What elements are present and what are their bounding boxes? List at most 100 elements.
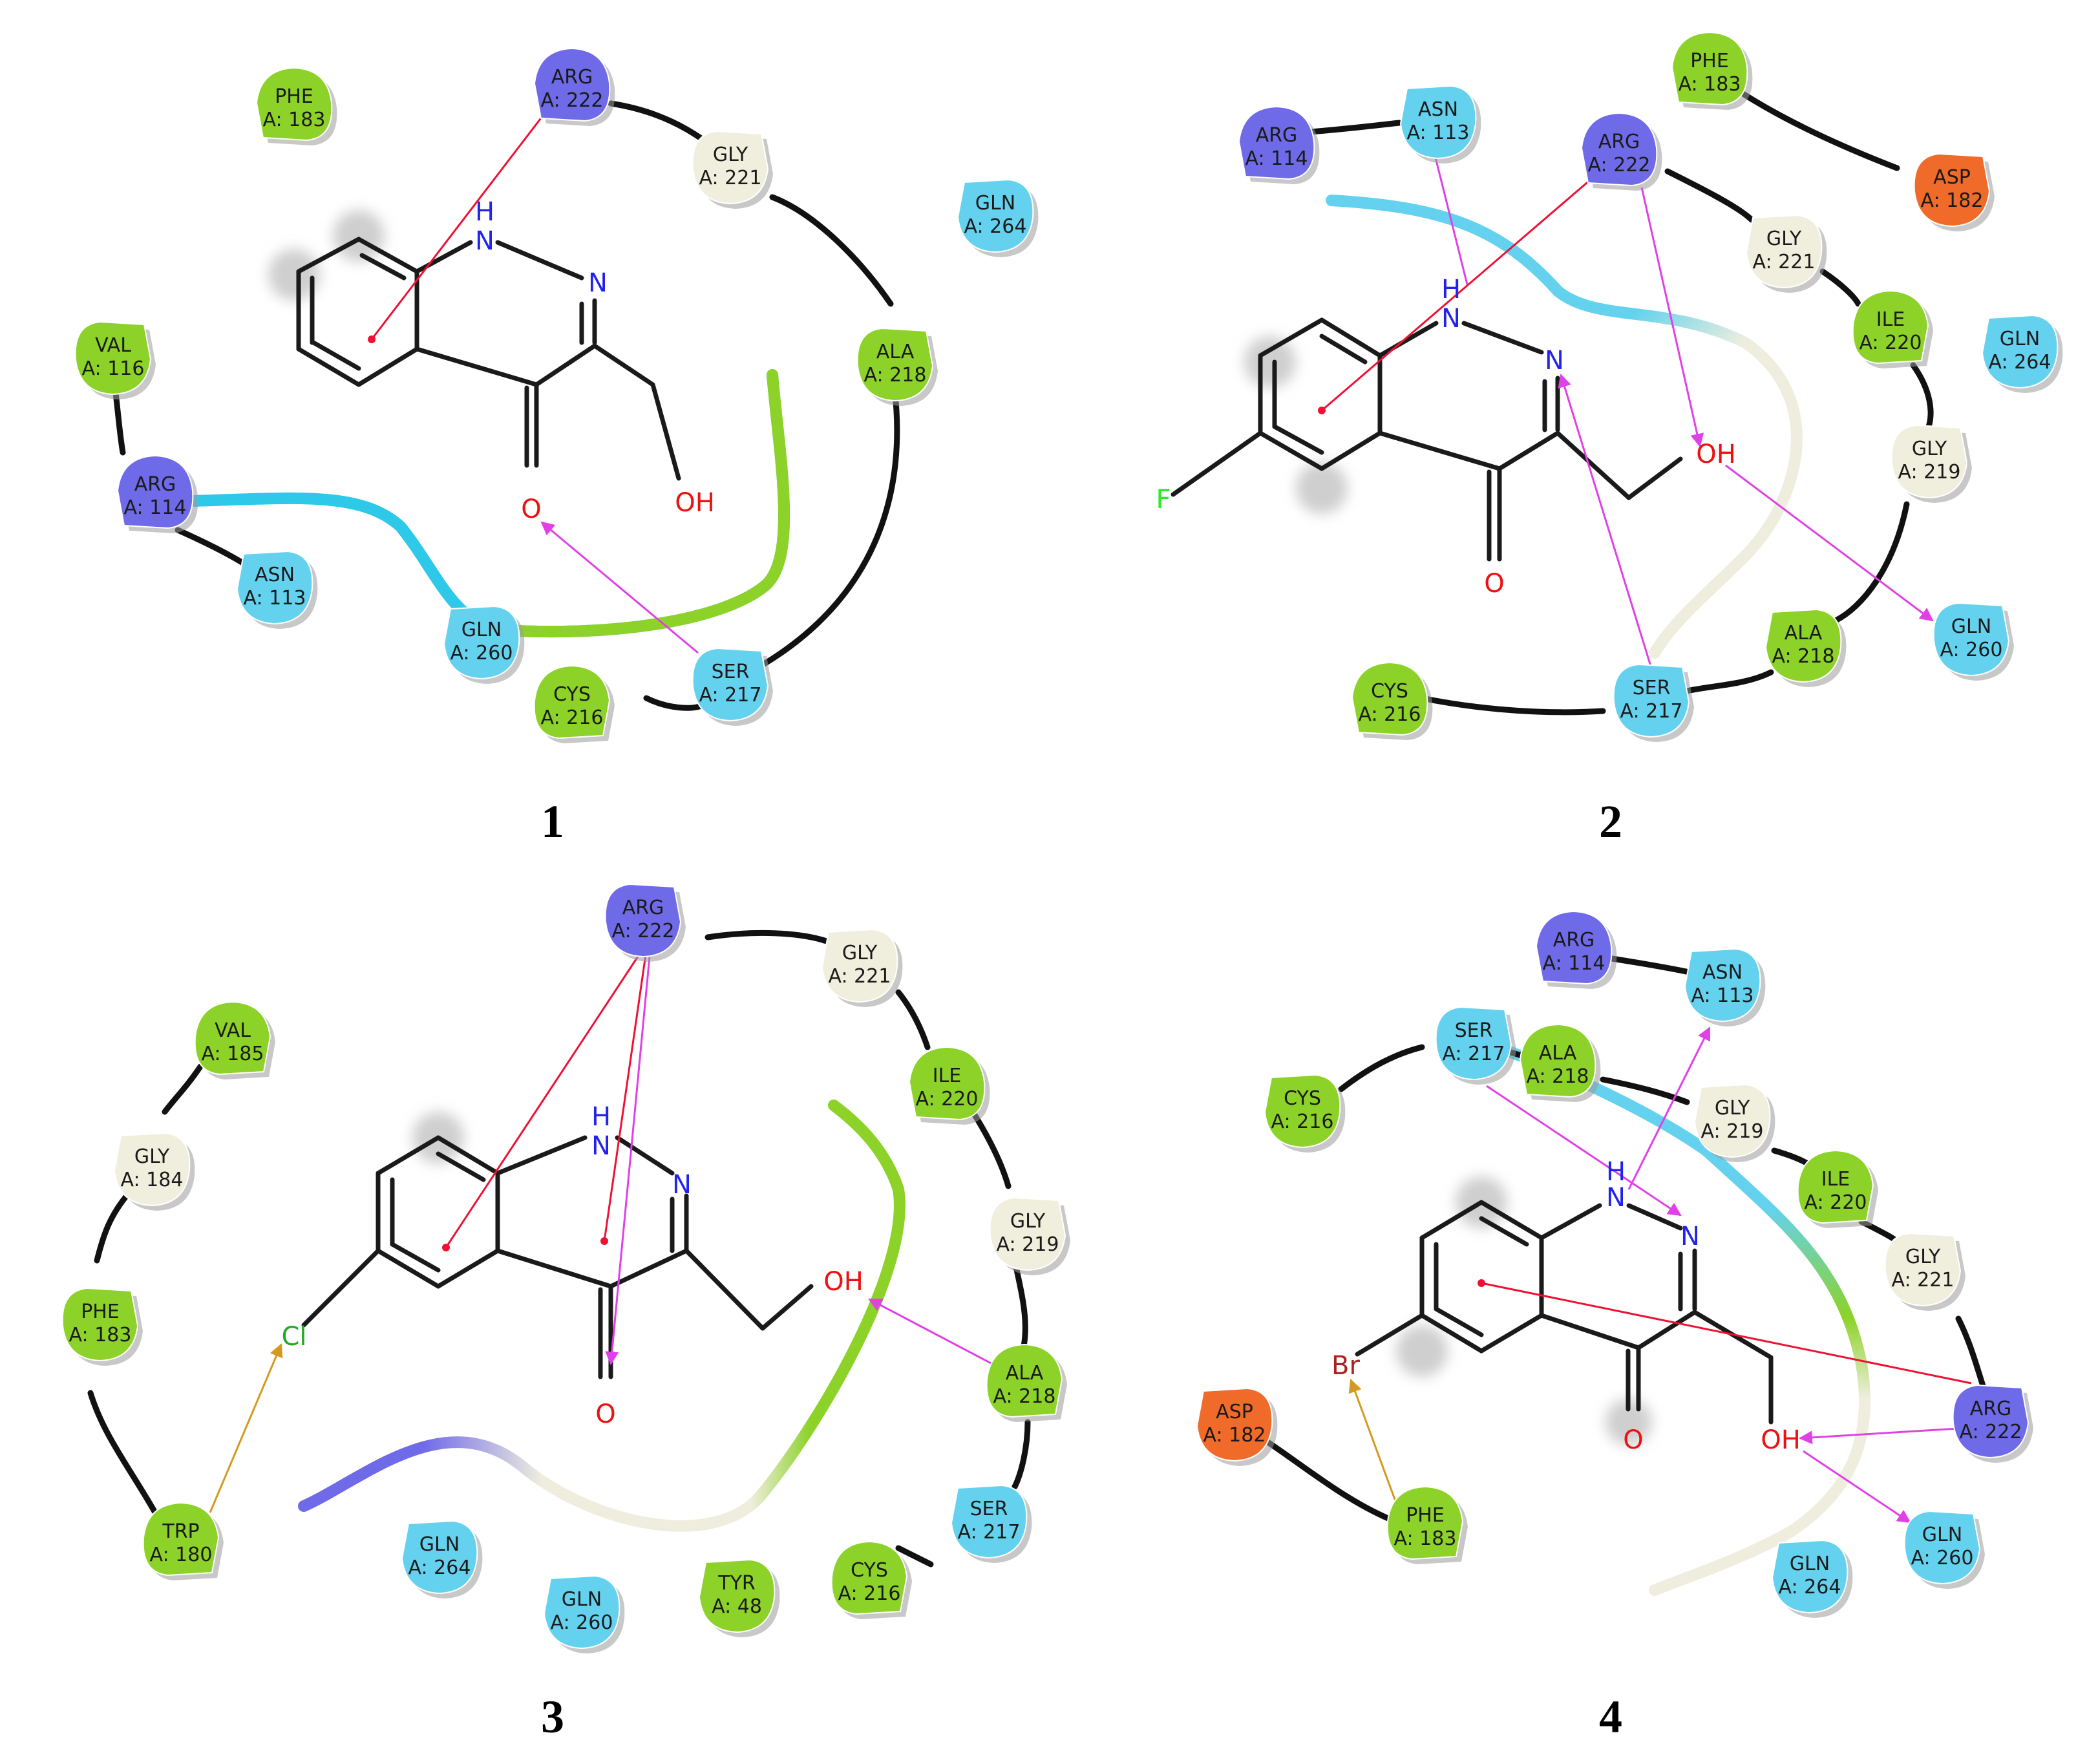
residue-number: A: 216 [1271, 1110, 1334, 1133]
residue-shape [950, 1484, 1028, 1559]
residue-name: PHE [1690, 50, 1729, 72]
interactions-3 [209, 943, 993, 1513]
residue-shape [1399, 85, 1477, 160]
residue-shape [1952, 1384, 2029, 1459]
residue-name: ARG [134, 473, 176, 496]
residue-number: A: 218 [1527, 1065, 1589, 1088]
residue-name: GLY [134, 1145, 170, 1168]
h-bond-arrow [1640, 187, 1704, 448]
residue-number: A: 114 [124, 496, 187, 519]
residue-shape [1196, 1387, 1273, 1462]
pi-cation-line [370, 96, 558, 340]
residue-number: A: 218 [993, 1385, 1056, 1408]
residue-number: A: 216 [838, 1582, 901, 1605]
residue-name: GLN [2000, 328, 2040, 350]
ligand-2 [1171, 317, 1683, 562]
residue-name: ASP [1933, 166, 1971, 189]
residue-shape [1884, 1232, 1962, 1307]
panel-2 [1171, 68, 1934, 716]
residue-number: A: 221 [1753, 251, 1816, 273]
h-bond-arrow [1558, 373, 1656, 679]
residue-number: A: 114 [1543, 952, 1605, 975]
atom-n: N [588, 268, 608, 298]
residue-name: ARG [1553, 929, 1595, 951]
residue-shape [821, 928, 898, 1003]
residue-name: GLN [975, 192, 1015, 215]
ring-centroid [368, 335, 376, 343]
residue-name: ARG [1598, 131, 1640, 153]
residue-shape [443, 605, 520, 680]
residue-shape [1435, 1006, 1512, 1081]
residue-shape [604, 883, 682, 958]
atom-br: Br [1331, 1351, 1360, 1381]
atom-n: N [1545, 346, 1564, 376]
atom-o: O [1484, 569, 1504, 599]
residue-name: VAL [215, 1019, 251, 1042]
residue-number: A: 260 [1940, 639, 2003, 661]
residue-name: SER [1633, 677, 1671, 699]
residue-shape [113, 1132, 191, 1207]
residue-shape [1852, 290, 1929, 365]
ligand-4 [1355, 1176, 1774, 1445]
atom-oh: OH [823, 1267, 864, 1297]
panel-label-2: 2 [1599, 796, 1622, 847]
residue-shape [74, 321, 152, 396]
h-bond-arrow [1627, 1026, 1711, 1190]
residue-shape [1684, 948, 1761, 1023]
residue-name: VAL [95, 334, 131, 357]
residue-number: A: 48 [712, 1595, 762, 1618]
residue-shape [401, 1520, 478, 1595]
residue-number: A: 222 [1960, 1421, 2022, 1443]
residue-number: A: 260 [450, 642, 513, 664]
residue-number: A: 217 [1443, 1043, 1505, 1065]
atom-cl: Cl [281, 1322, 306, 1352]
residue-number: A: 220 [1860, 332, 1922, 354]
residue-shape [1797, 1149, 1874, 1224]
residue-number: A: 217 [1620, 700, 1683, 723]
atom-oh: OH [1761, 1425, 1801, 1455]
h-bond-arrow [1798, 1427, 1959, 1445]
h-bond-arrow [868, 1298, 993, 1365]
residue-number: A: 222 [612, 920, 675, 942]
residue-number: A: 219 [1701, 1120, 1764, 1143]
residue-name: CYS [1284, 1087, 1321, 1110]
atom-o: O [595, 1399, 615, 1429]
residue-shape [61, 1287, 139, 1362]
residue-shape [1238, 105, 1315, 180]
residue-number: A: 219 [1898, 461, 1961, 484]
residue-shape [1351, 661, 1428, 736]
residue-name: GLN [1951, 615, 1991, 638]
pi-cation-line [1481, 1282, 1972, 1385]
backbone-chain [112, 100, 900, 711]
h-bond-arrow [1725, 464, 1934, 622]
panel-label-1: 1 [541, 796, 564, 847]
panel-1 [112, 96, 900, 711]
residue-number: A: 113 [1407, 122, 1470, 144]
backbone-chain [1299, 68, 1934, 716]
residue-number: A: 260 [551, 1611, 613, 1634]
residue-shape [1613, 663, 1690, 738]
residue-name: ASN [1418, 98, 1458, 121]
residue-name: GLY [1912, 438, 1947, 460]
halogen-bond-arrow [1348, 1379, 1397, 1504]
residue-name: GLY [1905, 1246, 1941, 1268]
residue-name: ILE [1876, 308, 1905, 331]
residue-name: SER [1455, 1019, 1493, 1042]
interactions-4 [1348, 1026, 1972, 1524]
